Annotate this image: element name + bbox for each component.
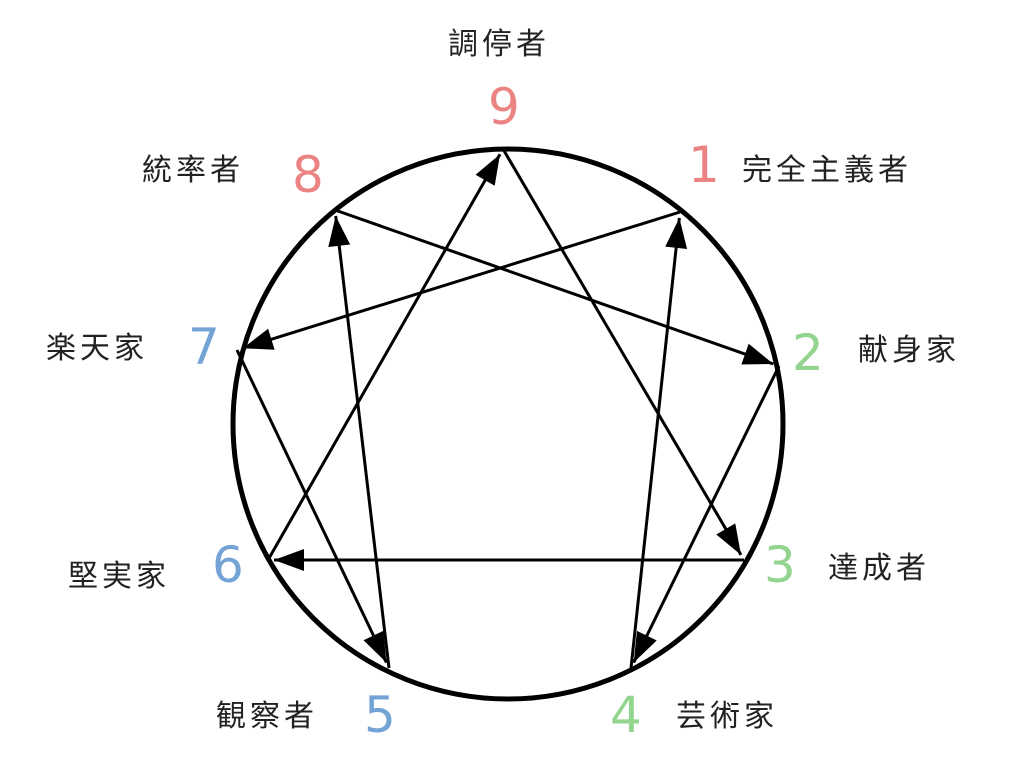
arrow-8-to-2 <box>334 208 774 366</box>
arrow-1-to-7 <box>242 210 681 350</box>
type-number-9: 9 <box>488 78 520 136</box>
type-number-3: 3 <box>764 536 796 594</box>
arrow-5-to-8 <box>334 215 391 669</box>
arrowhead-9-to-3 <box>716 523 741 555</box>
enneagram-circle <box>230 146 786 702</box>
type-label-6: 堅実家 <box>68 559 170 594</box>
arrow-4-to-1 <box>629 217 681 669</box>
type-number-7: 7 <box>188 318 220 376</box>
type-number-6: 6 <box>212 536 244 594</box>
arrowhead-6-to-9 <box>475 154 501 186</box>
arrow-7-to-5 <box>235 349 388 664</box>
arrow-2-to-4 <box>632 365 781 664</box>
type-number-8: 8 <box>292 146 324 204</box>
arrowhead-4-to-1 <box>665 217 688 249</box>
type-number-5: 5 <box>364 686 396 744</box>
arrowhead-2-to-4 <box>633 630 657 663</box>
type-label-4: 芸術家 <box>676 699 778 734</box>
type-label-8: 統率者 <box>142 153 244 188</box>
type-number-4: 4 <box>610 686 642 744</box>
arrowhead-5-to-8 <box>328 215 351 248</box>
arrow-6-to-9 <box>266 153 502 561</box>
type-label-1: 完全主義者 <box>742 153 912 188</box>
type-number-1: 1 <box>688 136 720 194</box>
type-label-3: 達成者 <box>828 551 930 586</box>
arrowhead-8-to-2 <box>741 343 774 365</box>
arrowhead-1-to-7 <box>242 328 275 350</box>
arrowhead-7-to-5 <box>363 630 387 663</box>
arrow-9-to-3 <box>501 148 743 556</box>
type-label-7: 楽天家 <box>46 331 148 366</box>
arrowhead-3-to-6 <box>274 549 304 571</box>
type-label-2: 献身家 <box>858 333 960 368</box>
type-label-5: 観察者 <box>216 699 318 734</box>
type-label-9: 調停者 <box>448 27 550 62</box>
type-number-2: 2 <box>792 324 824 382</box>
